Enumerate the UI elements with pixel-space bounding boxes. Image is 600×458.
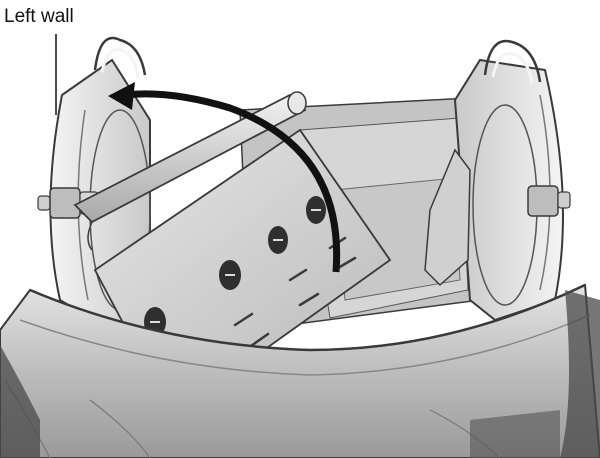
left-wall-label: Left wall	[4, 6, 74, 28]
right-wall	[425, 41, 563, 320]
